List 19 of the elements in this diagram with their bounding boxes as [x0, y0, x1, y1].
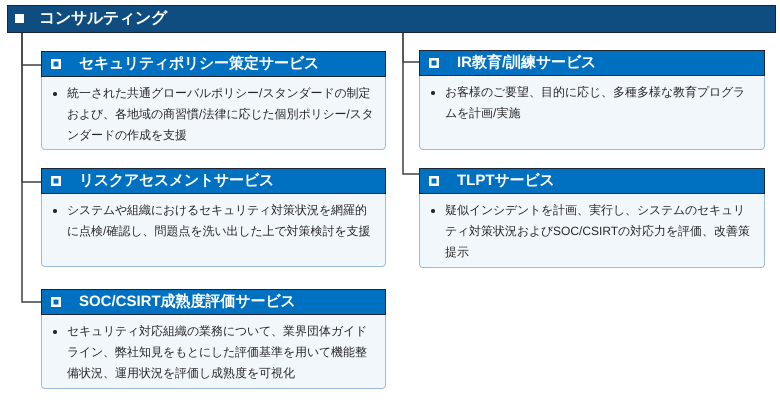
section-title: コンサルティング	[39, 9, 167, 29]
description-text: セキュリティ対応組織の業務について、業界団体ガイドライン、弊社知見をもとにした評価基準を用いて機能整備状況、運用状況を評価し成熟度を可視化	[67, 323, 368, 382]
description-text: 統一された共通グローバルポリシー/スタンダードの制定および、各地域の商習慣/法律に応じた個別ポリシー/スタンダードの作成を支援	[67, 85, 375, 144]
service-card	[41, 168, 386, 267]
card-title: リスクアセスメントサービス	[79, 171, 274, 191]
service-card	[41, 51, 386, 150]
card-title: TLPTサービス	[457, 171, 554, 191]
card-title: SOC/CSIRT成熟度評価サービス	[79, 292, 296, 312]
service-card	[41, 289, 386, 389]
service-card	[419, 168, 765, 268]
connector-line	[21, 33, 41, 303]
description-text: 疑似インシデントを計画、実行し、システムのセキュリティ対策状況およびSOC/CSIRTの対応力を評価、改善策提示	[445, 202, 752, 261]
card-title: IR教育/訓練サービス	[457, 52, 596, 73]
service-card	[419, 50, 765, 150]
card-title: セキュリティポリシー策定サービス	[79, 54, 319, 74]
section-header-bar	[7, 5, 776, 33]
description-text: システムや組織におけるセキュリティ対策状況を網羅的に点検/確認し、問題点を洗い出した上で対策検討を支援	[67, 202, 372, 240]
connector-line	[402, 33, 419, 175]
description-text: お客様のご要望、目的に応じ、多種多様な教育プログラムを計画/実施	[445, 84, 746, 122]
